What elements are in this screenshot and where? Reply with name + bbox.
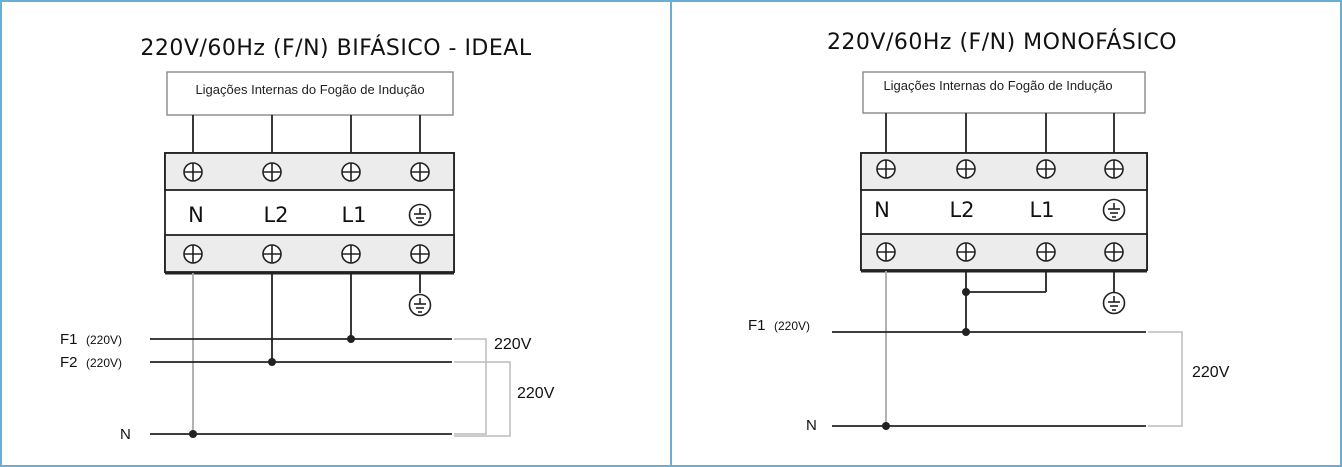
right-label-f1: F1 (220V) [748,317,810,334]
left-label-f2: F2 (220V) [60,354,122,371]
right-internal-box-label: Ligações Internas do Fogão de Indução [883,78,1112,93]
right-earth-icon [1102,291,1126,315]
right-earth-terminal-icon [1102,198,1126,222]
right-internal-box [862,71,1146,114]
left-voltage-top: 220V [494,336,532,353]
left-earth-icon [408,293,432,317]
right-diagram: 220V/60Hz (F/N) MONOFÁSICO Ligações Inte… [748,29,1230,434]
left-internal-box [166,71,454,116]
left-terminal-n: N [188,203,204,227]
left-terminal-l1: L1 [341,203,366,227]
left-diagram: 220V/60Hz (F/N) BIFÁSICO - IDEAL Ligaçõe… [60,35,555,443]
left-label-f1: F1 (220V) [60,331,122,348]
left-label-n: N [120,426,131,443]
left-title: 220V/60Hz (F/N) BIFÁSICO - IDEAL [140,35,531,61]
right-terminal-l2: L2 [949,198,974,222]
left-internal-box-label: Ligações Internas do Fogão de Indução [195,82,424,97]
left-bracket-f1-n [454,338,487,435]
right-bracket-f1-n [1148,331,1183,427]
right-voltage: 220V [1192,364,1230,381]
right-label-n: N [806,417,817,434]
left-terminal-l2: L2 [263,203,288,227]
right-terminal-l1: L1 [1029,198,1054,222]
left-earth-terminal-icon [408,203,432,227]
left-voltage-bottom: 220V [517,385,555,402]
right-title: 220V/60Hz (F/N) MONOFÁSICO [827,29,1177,55]
panel-divider [670,0,672,467]
right-terminal-n: N [874,198,890,222]
left-bracket-f2-n [454,361,511,437]
